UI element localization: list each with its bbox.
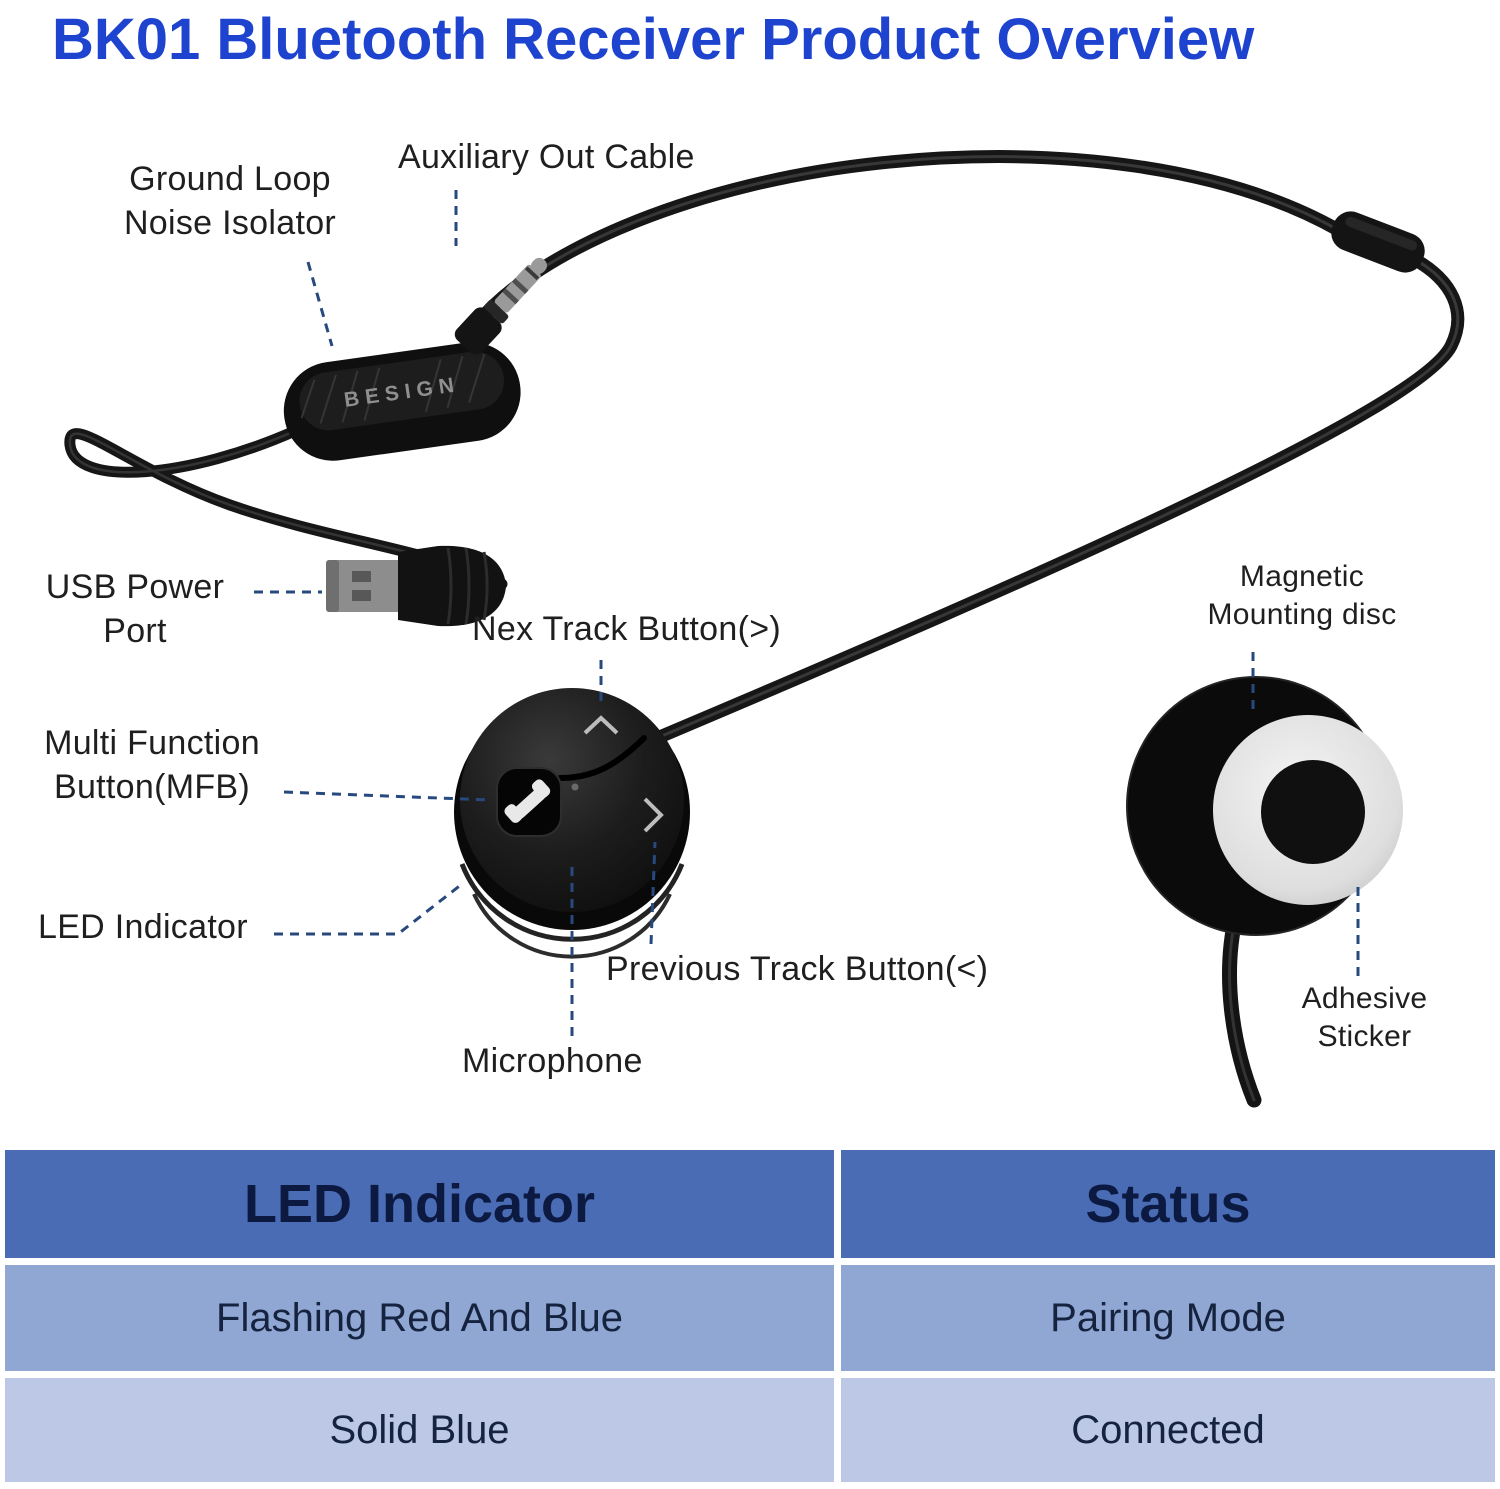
leader-lines [254,190,1360,1036]
table-cell-led-row2: Solid Blue [5,1378,834,1482]
table-cell-status-row1: Pairing Mode [841,1265,1495,1371]
table-cell-led-row1: Flashing Red And Blue [5,1265,834,1371]
table-header-led-indicator: LED Indicator [5,1150,834,1258]
label-multi-function-button: Multi Function Button(MFB) [44,724,260,806]
label-auxiliary-out-cable: Auxiliary Out Cable [398,138,695,176]
adhesive-sticker-center [1261,760,1365,864]
usb-loop-cable [64,424,508,590]
label-usb-power-port: USB Power Port [45,568,225,650]
leader-prev-track [649,841,657,945]
product-illustration: BESIGN [38,138,1465,1108]
noise-isolator-device: BESIGN [283,342,521,461]
led-status-table: LED Indicator Status Flashing Red And Bl… [0,1150,1500,1489]
aux-jack [454,257,547,355]
table-cell-status-row2: Connected [841,1378,1495,1482]
label-previous-track-button: Previous Track Button(<) [606,950,989,988]
leader-led [274,882,463,936]
next-track-chevron-icon [583,715,619,735]
table-header-status: Status [841,1150,1495,1258]
microphone-hole [571,783,579,791]
label-magnetic-mounting-disc: Magnetic Mounting disc [1207,560,1397,632]
mounting-disc [1126,676,1403,1108]
leader-ground-loop [306,261,334,347]
page-title: BK01 Bluetooth Receiver Product Overview [52,7,1255,72]
label-next-track-button: Nex Track Button(>) [472,610,781,648]
product-diagram-art: BESIGN [64,150,1465,1108]
leader-mfb [283,790,491,802]
braided-main-cable [471,150,1465,748]
cable-splitter-ferrule [1331,211,1425,273]
phone-icon [504,779,551,823]
usb-plug [326,545,506,627]
label-adhesive-sticker: Adhesive Sticker [1301,982,1428,1054]
receiver-puck [454,688,690,959]
label-ground-loop-noise-isolator: Ground Loop Noise Isolator [123,160,337,242]
disc-cable [1222,908,1262,1108]
previous-track-chevron-icon [643,797,664,833]
label-microphone: Microphone [462,1042,643,1080]
label-led-indicator: LED Indicator [38,908,248,946]
